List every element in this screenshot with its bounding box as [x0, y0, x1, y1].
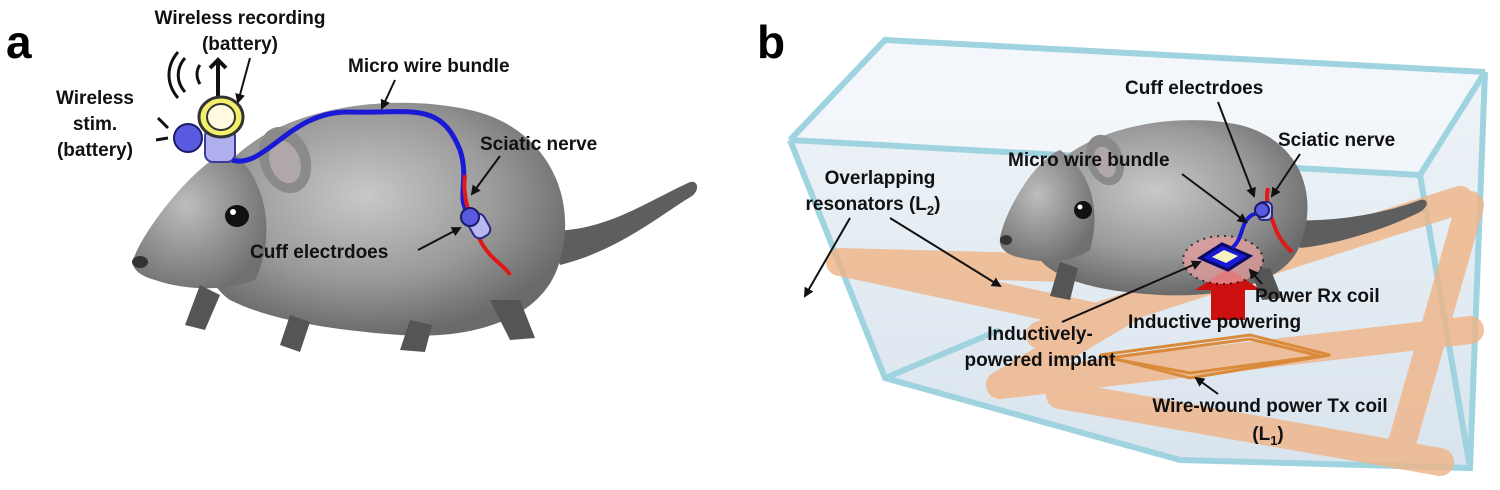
arrow-micro-wire-bundle-b — [1181, 173, 1248, 224]
rat-b-front-leg — [1050, 262, 1078, 300]
rat-a-hind-leg-2 — [400, 320, 432, 352]
arrow-implant — [1061, 260, 1202, 323]
arrow-wireless-recording — [235, 57, 251, 104]
label-micro-wire-bundle-a: Micro wire bundle — [348, 56, 510, 77]
label-tx-coil-text: (L — [1252, 424, 1270, 445]
rat-a-eye-glint — [230, 209, 236, 215]
arrow-cuff-electrodes-a — [417, 227, 462, 251]
label-sciatic-nerve-a: Sciatic nerve — [480, 134, 597, 155]
label-micro-wire-bundle-b: Micro wire bundle — [1008, 150, 1170, 171]
arrow-sciatic-nerve-b — [1270, 153, 1301, 198]
panel-b-labels: Cuff electrdoes Sciatic nerve Micro wire… — [804, 78, 1395, 448]
resonator-5 — [1386, 191, 1484, 464]
rat-a-eye — [225, 205, 249, 227]
label-wireless-stim: Wireless — [56, 88, 134, 109]
rat-a-ear-inner — [269, 140, 301, 184]
panel-a-labels: Wireless recording (battery) Wireless st… — [56, 8, 597, 263]
label-wireless-recording-battery: (battery) — [202, 34, 278, 55]
label-powered-implant: powered implant — [965, 350, 1117, 371]
rat-b-eye — [1074, 201, 1092, 219]
label-resonators-subscript: 2 — [927, 203, 934, 218]
label-wireless-recording: Wireless recording — [155, 8, 326, 29]
rat-b-head — [999, 150, 1095, 262]
panel-b: b — [757, 16, 1488, 476]
label-resonators-close: ) — [934, 194, 940, 215]
arrow-micro-wire-bundle-a — [380, 79, 396, 110]
cuff-electrodes-a — [460, 207, 492, 240]
rat-b-eye-glint — [1077, 204, 1083, 210]
wireless-recording-device — [197, 95, 245, 163]
cuff-electrodes-b — [1254, 201, 1273, 221]
inductively-powered-implant — [1196, 242, 1254, 272]
label-inductively: Inductively- — [987, 324, 1093, 345]
arrow-resonators-2 — [889, 217, 1002, 288]
tx-coil — [1099, 333, 1331, 380]
label-tx-coil-close: ) — [1277, 424, 1283, 445]
rat-a-front-leg-2 — [185, 285, 220, 330]
label-sciatic-nerve-b: Sciatic nerve — [1278, 130, 1395, 151]
wireless-stim-device — [155, 116, 203, 153]
stim-device-body — [173, 123, 203, 153]
label-resonators-l2: resonators (L2) — [806, 194, 941, 218]
label-overlapping: Overlapping — [825, 168, 936, 189]
panel-a-letter: a — [6, 16, 32, 68]
resonator-2 — [986, 316, 1484, 399]
arrow-resonators-1 — [804, 217, 851, 298]
rat-b-nose — [1000, 235, 1012, 245]
label-tx-coil-subscript: 1 — [1270, 433, 1277, 448]
sciatic-nerve-a — [462, 174, 512, 277]
rat-a-hind-leg — [490, 300, 535, 340]
rat-a-head — [132, 150, 267, 289]
rat-a — [132, 102, 698, 352]
label-cuff-electrodes-a: Cuff electrdoes — [250, 242, 388, 263]
resonator-4 — [1046, 381, 1454, 476]
label-resonators-text: resonators (L — [806, 194, 928, 215]
rat-a-nose — [132, 256, 148, 268]
arrow-power-rx-coil — [1248, 268, 1263, 285]
cage-top-face — [790, 40, 1485, 175]
stim-arrow-icon — [155, 116, 170, 142]
rat-a-tail — [545, 181, 698, 265]
label-power-rx-coil: Power Rx coil — [1255, 286, 1380, 307]
rat-a-front-leg — [280, 315, 310, 352]
arrow-sciatic-nerve-a — [470, 155, 501, 196]
wireless-signal-icon — [167, 51, 202, 99]
label-tx-coil-l1: (L1) — [1252, 424, 1284, 448]
label-inductive-powering: Inductive powering — [1128, 312, 1301, 333]
panel-a: a — [6, 8, 698, 352]
label-wireless-stim-stim: stim. — [73, 114, 117, 135]
label-cuff-electrodes-b: Cuff electrdoes — [1125, 78, 1263, 99]
label-tx-coil: Wire-wound power Tx coil — [1152, 396, 1387, 417]
arrow-cuff-electrodes-b — [1217, 101, 1256, 198]
rat-b-ear-inner — [1094, 146, 1116, 178]
recording-device-battery-inner — [206, 103, 236, 131]
label-wireless-stim-battery: (battery) — [57, 140, 133, 161]
arrow-tx-coil — [1194, 376, 1219, 395]
panel-b-letter: b — [757, 16, 785, 68]
rat-b-tail — [1290, 199, 1427, 248]
